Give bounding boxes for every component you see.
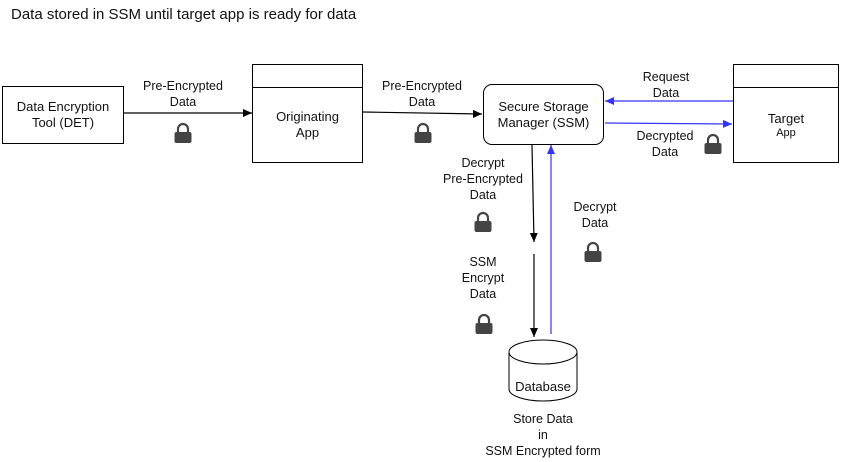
node-target-sublabel: App bbox=[776, 127, 796, 139]
arrow-decrypt-pre-encrypted bbox=[529, 144, 538, 243]
label-det-to-originating: Pre-Encrypted Data bbox=[143, 79, 223, 109]
lock-icon bbox=[174, 122, 192, 143]
node-target-app: Target App bbox=[733, 64, 839, 163]
node-database-label: Database bbox=[515, 379, 571, 394]
node-secure-storage-manager: Secure Storage Manager (SSM) bbox=[483, 84, 604, 145]
node-originating-app: Originating App bbox=[252, 64, 363, 163]
database-cylinder bbox=[508, 339, 578, 402]
label-store-data: Store Data in SSM Encrypted form bbox=[485, 412, 601, 458]
label-decrypt-pre-encrypted: Decrypt Pre-Encrypted Data bbox=[443, 156, 523, 202]
arrow-originating-to-ssm bbox=[362, 109, 483, 118]
originating-app-header-bar bbox=[253, 65, 362, 88]
node-target-label: Target bbox=[767, 111, 805, 126]
lock-icon bbox=[474, 211, 492, 232]
diagram-title: Data stored in SSM until target app is r… bbox=[11, 6, 357, 23]
label-decrypted-data: Decrypted Data bbox=[636, 129, 694, 159]
node-det-label: Data Encryption Tool (DET) bbox=[16, 99, 110, 130]
arrow-decrypted-data bbox=[604, 119, 733, 128]
lock-icon bbox=[475, 313, 493, 334]
node-originating-label: Originating App bbox=[276, 109, 339, 140]
label-originating-to-ssm: Pre-Encrypted Data bbox=[382, 79, 462, 109]
lock-icon bbox=[414, 122, 432, 143]
label-request-data: Request Data bbox=[642, 70, 690, 100]
target-app-header-bar bbox=[734, 65, 838, 88]
lock-icon bbox=[704, 133, 722, 154]
label-ssm-encrypt: SSM Encrypt Data bbox=[461, 255, 505, 301]
node-data-encryption-tool: Data Encryption Tool (DET) bbox=[2, 86, 124, 144]
label-decrypt-data: Decrypt Data bbox=[573, 200, 617, 230]
node-ssm-label: Secure Storage Manager (SSM) bbox=[497, 98, 590, 130]
lock-icon bbox=[584, 241, 602, 262]
